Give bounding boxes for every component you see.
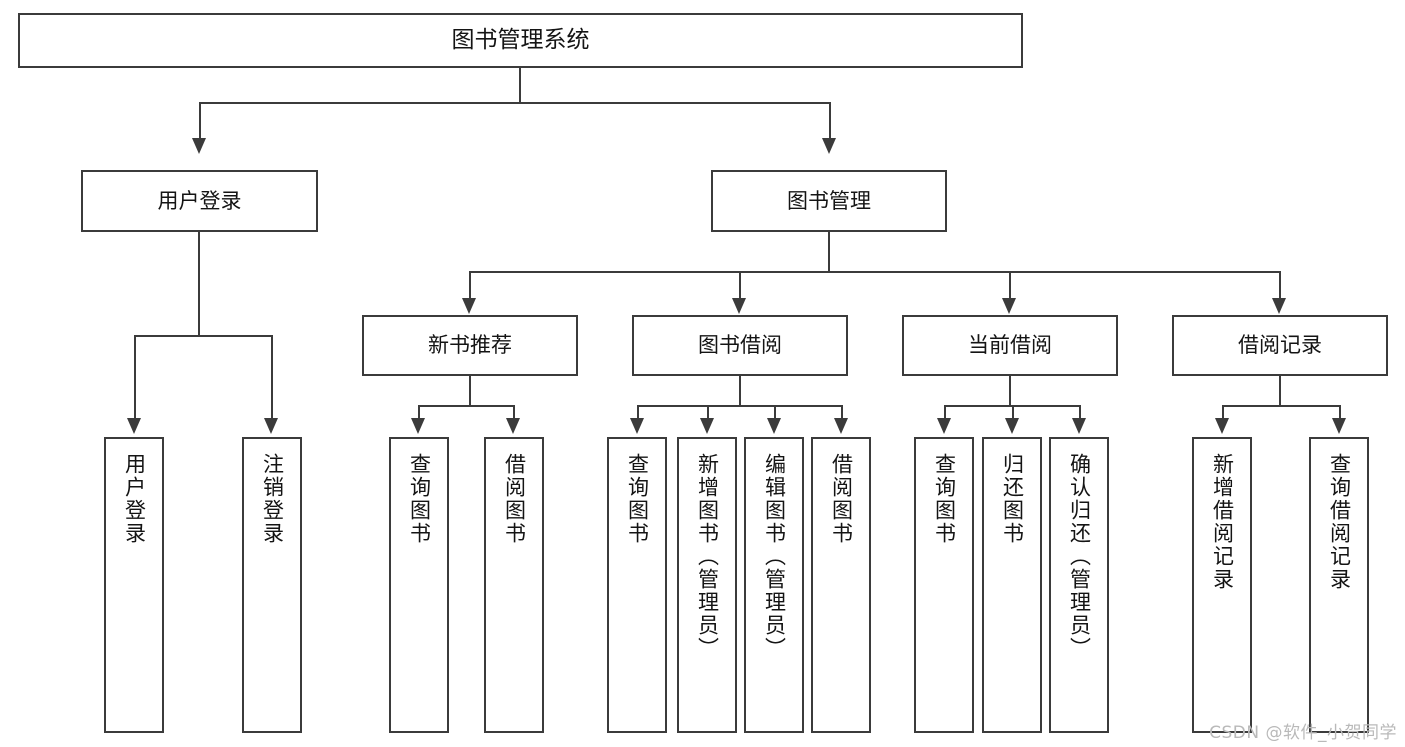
arrowhead-leaf-query-record bbox=[1332, 418, 1346, 434]
arrowhead-leaf-user-logout bbox=[264, 418, 278, 434]
arrowhead-leaf-query-book-1 bbox=[411, 418, 425, 434]
connector-drop-leaf-query-record bbox=[1339, 405, 1341, 421]
connector-drop-leaf-add-record bbox=[1222, 405, 1224, 421]
connector-drop-leaf-user-logout bbox=[271, 335, 273, 421]
arrowhead-leaf-return-book bbox=[1005, 418, 1019, 434]
connector-borrow-record-bus bbox=[1222, 405, 1341, 407]
connector-drop-leaf-borrow-book-2 bbox=[841, 405, 843, 421]
node-leaf-borrow-book-1[interactable]: 借阅图书 bbox=[484, 437, 544, 733]
node-book-manage[interactable]: 图书管理 bbox=[711, 170, 947, 232]
arrowhead-user-login bbox=[192, 138, 206, 154]
node-label: 图书管理 bbox=[787, 188, 871, 213]
connector-drop-leaf-user-login bbox=[134, 335, 136, 421]
node-leaf-add-record[interactable]: 新增借阅记录 bbox=[1192, 437, 1252, 733]
connector-new-book-recommend-bus bbox=[418, 405, 514, 407]
node-leaf-query-record[interactable]: 查询借阅记录 bbox=[1309, 437, 1369, 733]
connector-drop-borrow-record bbox=[1279, 271, 1281, 301]
arrowhead-leaf-confirm-return bbox=[1072, 418, 1086, 434]
node-leaf-user-login[interactable]: 用户登录 bbox=[104, 437, 164, 733]
node-label: 查询借阅记录 bbox=[1327, 453, 1352, 591]
node-label: 新增借阅记录 bbox=[1210, 453, 1235, 591]
arrowhead-book-manage bbox=[822, 138, 836, 154]
connector-drop-leaf-edit-book bbox=[774, 405, 776, 421]
node-label: 确认归还（管理员） bbox=[1067, 453, 1092, 660]
arrowhead-book-borrow bbox=[732, 298, 746, 314]
node-leaf-user-logout[interactable]: 注销登录 bbox=[242, 437, 302, 733]
arrowhead-leaf-query-book-3 bbox=[937, 418, 951, 434]
arrowhead-leaf-user-login bbox=[127, 418, 141, 434]
connector-user-login-trunk bbox=[198, 232, 200, 335]
connector-drop-current-borrow bbox=[1009, 271, 1011, 301]
connector-current-borrow-trunk bbox=[1009, 376, 1011, 405]
node-label: 借阅记录 bbox=[1238, 333, 1322, 358]
connector-drop-leaf-add-book bbox=[707, 405, 709, 421]
connector-book-borrow-bus bbox=[637, 405, 843, 407]
node-label: 查询图书 bbox=[932, 453, 957, 545]
node-leaf-query-book-3[interactable]: 查询图书 bbox=[914, 437, 974, 733]
node-book-borrow[interactable]: 图书借阅 bbox=[632, 315, 848, 376]
node-leaf-return-book[interactable]: 归还图书 bbox=[982, 437, 1042, 733]
connector-drop-leaf-return-book bbox=[1012, 405, 1014, 421]
connector-drop-leaf-query-book-2 bbox=[637, 405, 639, 421]
connector-drop-leaf-confirm-return bbox=[1079, 405, 1081, 421]
node-label: 查询图书 bbox=[407, 453, 432, 545]
connector-level2-bus bbox=[199, 102, 830, 104]
arrowhead-new-book-recommend bbox=[462, 298, 476, 314]
connector-book-manage-trunk bbox=[828, 232, 830, 271]
node-leaf-query-book-1[interactable]: 查询图书 bbox=[389, 437, 449, 733]
connector-borrow-record-trunk bbox=[1279, 376, 1281, 405]
node-label: 当前借阅 bbox=[968, 333, 1052, 358]
node-leaf-confirm-return[interactable]: 确认归还（管理员） bbox=[1049, 437, 1109, 733]
connector-drop-new-book-recommend bbox=[469, 271, 471, 301]
arrowhead-current-borrow bbox=[1002, 298, 1016, 314]
node-current-borrow[interactable]: 当前借阅 bbox=[902, 315, 1118, 376]
node-label: 编辑图书（管理员） bbox=[762, 453, 787, 660]
arrowhead-leaf-add-book bbox=[700, 418, 714, 434]
connector-book-borrow-trunk bbox=[739, 376, 741, 405]
node-label: 新书推荐 bbox=[428, 333, 512, 358]
connector-level3-bus bbox=[469, 271, 1281, 273]
node-leaf-query-book-2[interactable]: 查询图书 bbox=[607, 437, 667, 733]
connector-new-book-recommend-trunk bbox=[469, 376, 471, 405]
node-label: 用户登录 bbox=[122, 453, 147, 545]
connector-drop-book-manage bbox=[829, 102, 831, 142]
arrowhead-leaf-query-book-2 bbox=[630, 418, 644, 434]
connector-root-trunk bbox=[519, 68, 521, 102]
node-label: 注销登录 bbox=[260, 453, 285, 545]
arrowhead-leaf-edit-book bbox=[767, 418, 781, 434]
node-root-system[interactable]: 图书管理系统 bbox=[18, 13, 1023, 68]
arrowhead-leaf-borrow-book-2 bbox=[834, 418, 848, 434]
node-user-login[interactable]: 用户登录 bbox=[81, 170, 318, 232]
node-label: 归还图书 bbox=[1000, 453, 1025, 545]
node-label: 借阅图书 bbox=[829, 453, 854, 545]
connector-drop-book-borrow bbox=[739, 271, 741, 301]
connector-user-login-bus bbox=[134, 335, 273, 337]
node-leaf-borrow-book-2[interactable]: 借阅图书 bbox=[811, 437, 871, 733]
connector-drop-leaf-query-book-3 bbox=[944, 405, 946, 421]
connector-drop-leaf-borrow-book-1 bbox=[513, 405, 515, 421]
node-label: 图书管理系统 bbox=[451, 27, 590, 54]
node-label: 用户登录 bbox=[157, 188, 242, 213]
node-label: 借阅图书 bbox=[502, 453, 527, 545]
node-label: 图书借阅 bbox=[698, 333, 782, 358]
connector-drop-user-login bbox=[199, 102, 201, 142]
connector-drop-leaf-query-book-1 bbox=[418, 405, 420, 421]
node-label: 新增图书（管理员） bbox=[695, 453, 720, 660]
arrowhead-leaf-borrow-book-1 bbox=[506, 418, 520, 434]
arrowhead-leaf-add-record bbox=[1215, 418, 1229, 434]
node-borrow-record[interactable]: 借阅记录 bbox=[1172, 315, 1388, 376]
node-new-book-recommend[interactable]: 新书推荐 bbox=[362, 315, 578, 376]
node-leaf-edit-book[interactable]: 编辑图书（管理员） bbox=[744, 437, 804, 733]
node-label: 查询图书 bbox=[625, 453, 650, 545]
node-leaf-add-book[interactable]: 新增图书（管理员） bbox=[677, 437, 737, 733]
arrowhead-borrow-record bbox=[1272, 298, 1286, 314]
